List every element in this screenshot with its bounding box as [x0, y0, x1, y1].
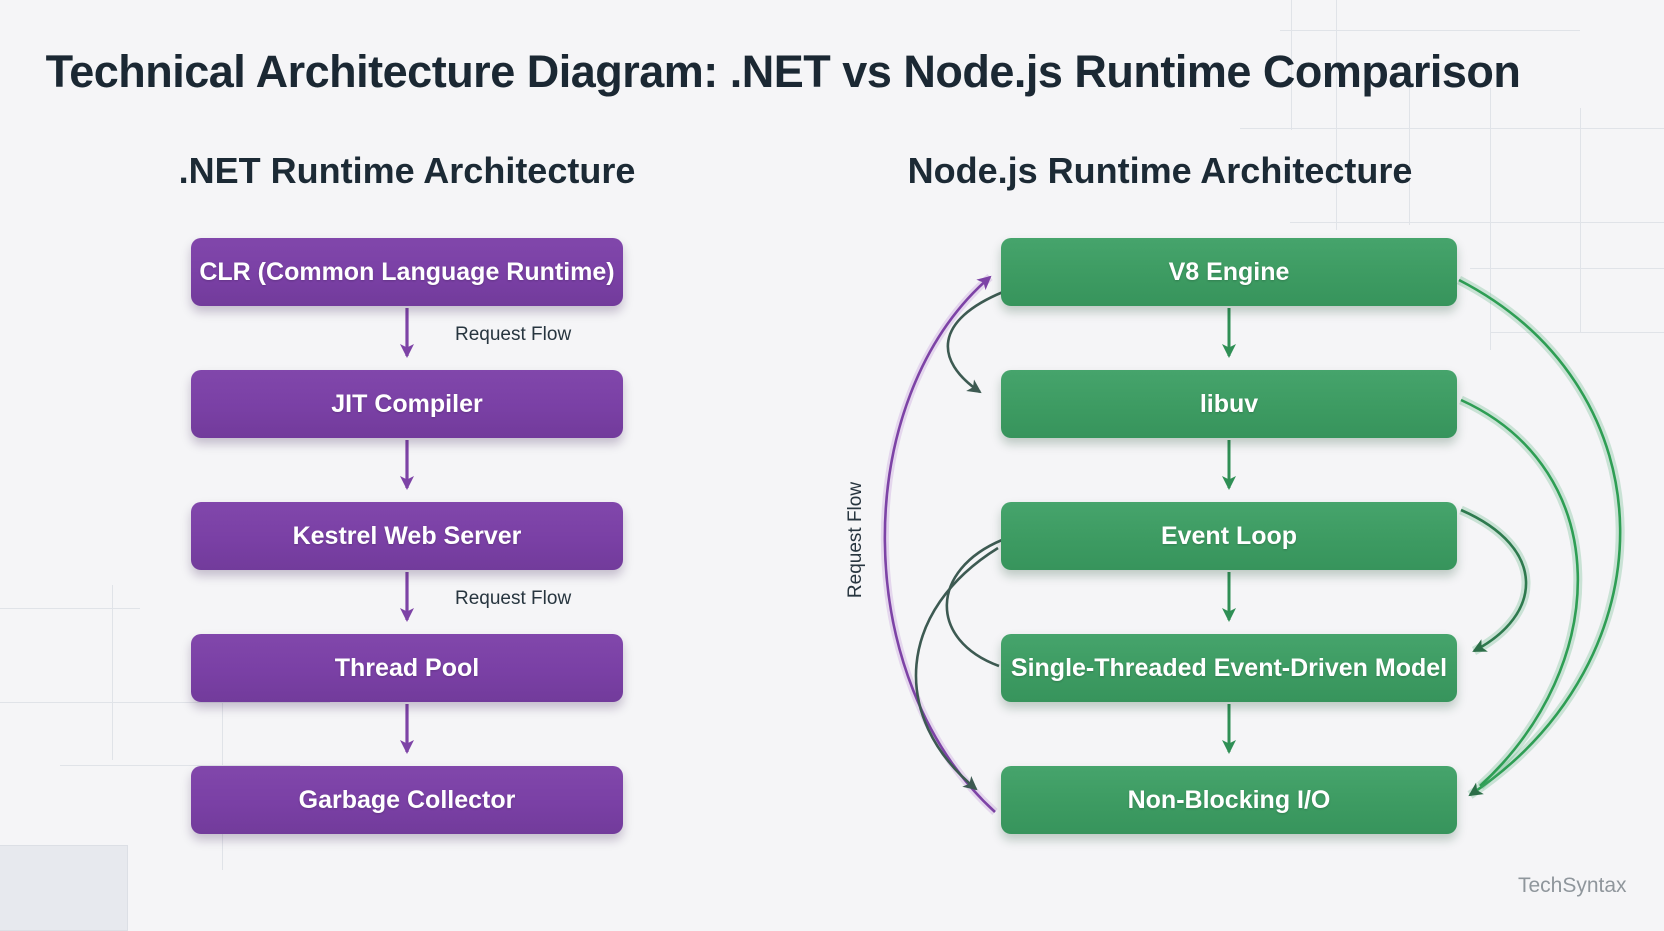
nodejs-box-libuv: libuv — [1001, 370, 1457, 438]
background-grid-line — [1470, 268, 1664, 269]
curve-libuv-to-nbio-glow — [1459, 395, 1583, 790]
background-grid-line — [1240, 128, 1664, 129]
dotnet-column-heading: .NET Runtime Architecture — [178, 150, 636, 191]
background-grid-line — [1490, 88, 1491, 350]
dotnet-box-jit-compiler: JIT Compiler — [191, 370, 623, 438]
background-grid-line — [1336, 0, 1337, 230]
nodejs-box-v8-engine: V8 Engine — [1001, 238, 1457, 306]
curve-nbio-to-v8-purple — [883, 275, 996, 813]
background-grid-line — [0, 702, 330, 703]
nodejs-box-event-loop: Event Loop — [1001, 502, 1457, 570]
request-flow-label-1: Request Flow — [455, 324, 572, 345]
page-title: Technical Architecture Diagram: .NET vs … — [45, 46, 1521, 97]
curve-eventloop-to-nbio-left — [914, 546, 999, 791]
dotnet-box-thread-pool: Thread Pool — [191, 634, 623, 702]
nodejs-box-non-blocking-io: Non-Blocking I/O — [1001, 766, 1457, 834]
dotnet-box-garbage-collector: Garbage Collector — [191, 766, 623, 834]
curve-eventloop-to-stedm-left — [945, 538, 1003, 668]
curve-nbio-to-v8-glow — [880, 273, 998, 815]
background-grid-line — [112, 585, 113, 760]
background-grid-line — [0, 608, 140, 609]
background-grid-line — [1580, 108, 1581, 333]
nodejs-column-heading: Node.js Runtime Architecture — [907, 150, 1413, 191]
background-grid-line — [1280, 30, 1580, 31]
background-grid-line — [1290, 222, 1664, 223]
request-flow-vertical-label: Request Flow — [845, 481, 866, 599]
request-flow-label-2: Request Flow — [455, 588, 572, 609]
watermark: TechSyntax — [1518, 874, 1627, 897]
curve-eventloop-to-stedm-right — [1460, 508, 1528, 653]
curve-eventloop-to-stedm-glow — [1459, 505, 1531, 655]
dotnet-box-kestrel: Kestrel Web Server — [191, 502, 623, 570]
curve-v8-to-libuv-left — [946, 290, 1004, 394]
curve-libuv-to-nbio-right — [1460, 398, 1580, 787]
background-grid-line — [1490, 332, 1664, 333]
curve-v8-to-nbio-glow — [1456, 276, 1625, 799]
background-grid-square — [0, 845, 128, 931]
nodejs-box-single-threaded-model: Single-Threaded Event-Driven Model — [1001, 634, 1457, 702]
curve-v8-to-nbio-right — [1458, 278, 1622, 797]
dotnet-box-clr: CLR (Common Language Runtime) — [191, 238, 623, 306]
